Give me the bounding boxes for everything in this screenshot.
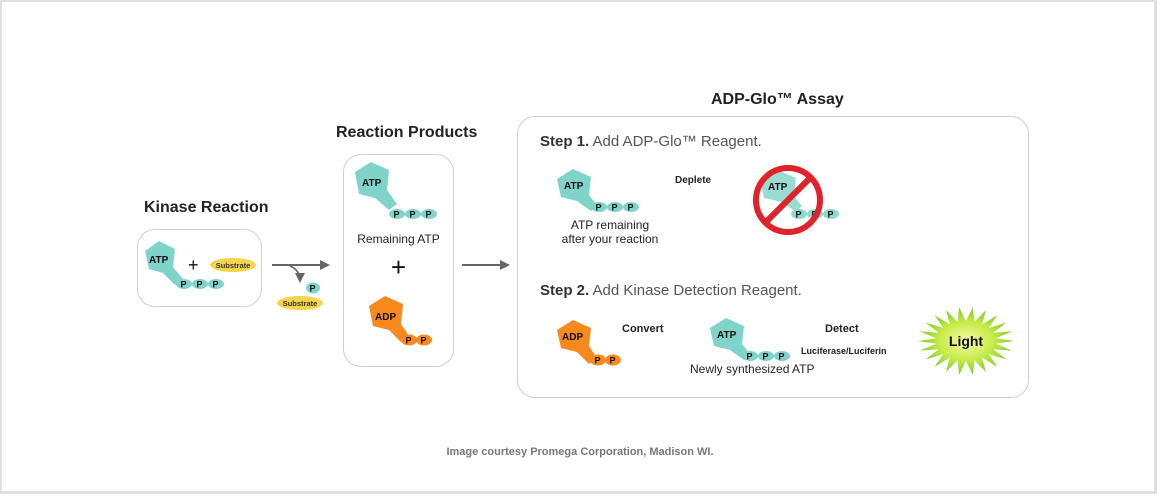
atp-remaining-caption-line2: after your reaction [561,232,659,246]
phosphate-label: P [596,203,602,213]
light-label: Light [949,333,984,349]
phosphate-label: P [394,210,400,220]
step2-atp-molecule: ATP P P P [710,318,790,362]
light-burst-shape [918,307,1014,375]
substrate-label: Substrate [216,261,251,270]
svg-text:P: P [763,352,769,362]
phosphate-label: P [213,280,219,290]
atp-label: ATP [768,182,788,193]
phosphate-label: P [421,336,427,346]
phosphate-label: P [406,336,412,346]
reaction-products-molecules: ATP P P P ADP P P [355,162,437,346]
atp-remaining-caption: ATP remaining after your reaction [545,218,675,246]
step1-title: Step 1. Add ADP-Glo™ Reagent. [540,133,762,150]
svg-text:P: P [747,352,753,362]
convert-label: Convert [622,323,664,335]
phosphate-label: P [612,203,618,213]
svg-text:P: P [779,352,785,362]
plus-sign: + [390,252,407,282]
phosphate-label: P [426,210,432,220]
atp-remaining-caption-line1: ATP remaining [570,218,650,232]
adp-label: ADP [562,332,583,343]
deplete-label: Deplete [675,175,712,186]
atp-molecule: ATP P P P [145,241,224,290]
phosphate-label: P [410,210,416,220]
phosphate-label: P [181,280,187,290]
substrate-molecule: Substrate [210,258,256,272]
arrow-phospho-transfer [289,265,305,283]
step2-adp-molecule: ADP P P [557,320,621,366]
step2-text: Add Kinase Detection Reagent. [592,282,802,299]
atp-label: ATP [149,255,169,266]
step1-text: Add ADP-Glo™ Reagent. [592,133,762,150]
light-burst-icon: Light [918,307,1014,375]
prohibited-icon [753,165,823,235]
depleted-atp: ATP P P P [753,165,839,235]
kinase-reaction-molecules: ATP P P P + Substrate [145,241,256,290]
adp-molecule: ADP P P [369,296,432,346]
substrate-label: Substrate [283,299,318,308]
atp-label: ATP [362,178,382,189]
svg-text:P: P [595,356,601,366]
newly-synthesized-atp-caption: Newly synthesized ATP [690,362,815,376]
assay-heading: ADP-Glo™ Assay [711,91,844,108]
svg-text:P: P [610,356,616,366]
image-credit-caption: Image courtesy Promega Corporation, Madi… [446,446,714,458]
kinase-reaction-heading: Kinase Reaction [144,199,269,216]
step1-atp-molecule: ATP P P P [557,169,639,213]
adp-label: ADP [375,312,396,323]
phosphate-label: P [310,284,316,294]
remaining-atp-label: Remaining ATP [357,232,440,246]
reaction-products-heading: Reaction Products [336,124,478,141]
phosphorylated-substrate: P Substrate [277,282,323,310]
phosphate-label: P [628,203,634,213]
svg-text:P: P [796,210,802,220]
step2-title: Step 2. Add Kinase Detection Reagent. [540,282,802,299]
atp-label: ATP [717,330,737,341]
step1-prefix: Step 1. [540,133,590,150]
svg-text:P: P [828,210,834,220]
remaining-atp-molecule: ATP P P P [355,162,437,220]
step2-prefix: Step 2. [540,282,590,299]
detect-label: Detect [825,323,859,335]
luciferase-label: Luciferase/Luciferin [801,346,887,356]
plus-sign: + [188,255,199,275]
atp-label: ATP [564,181,584,192]
phosphate-label: P [197,280,203,290]
